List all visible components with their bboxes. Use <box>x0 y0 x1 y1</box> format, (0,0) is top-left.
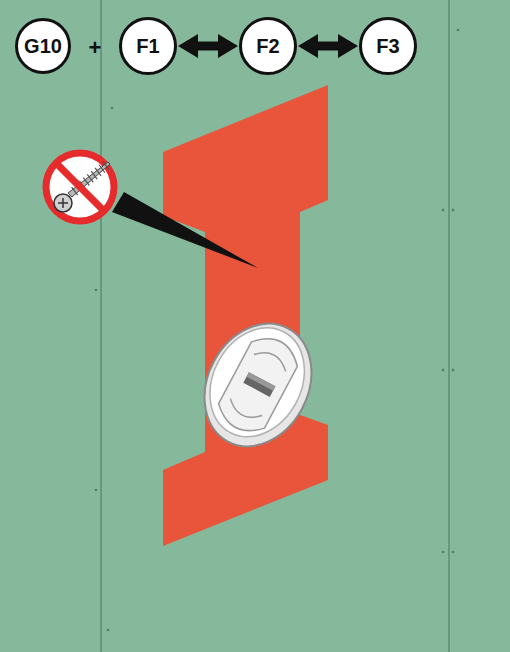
panel-seams <box>101 0 449 652</box>
no-screw-symbol <box>46 153 114 221</box>
double-arrow <box>178 34 238 58</box>
step-code: F2 <box>256 35 279 58</box>
leader-wedge <box>112 192 258 268</box>
plus-sign: + <box>89 35 102 61</box>
tool-circle: G10 <box>15 18 71 74</box>
screw-icon <box>54 162 110 212</box>
step-code: F1 <box>136 35 159 58</box>
step-code: F3 <box>376 35 399 58</box>
reinforcement-patch <box>163 85 328 546</box>
step-circle: F2 <box>239 17 297 75</box>
screw-dots <box>95 29 460 632</box>
step-circle: F1 <box>119 17 177 75</box>
step-code: G10 <box>24 35 62 58</box>
double-arrow <box>298 34 358 58</box>
wall-bracket <box>184 305 332 465</box>
step-circle: F3 <box>359 17 417 75</box>
